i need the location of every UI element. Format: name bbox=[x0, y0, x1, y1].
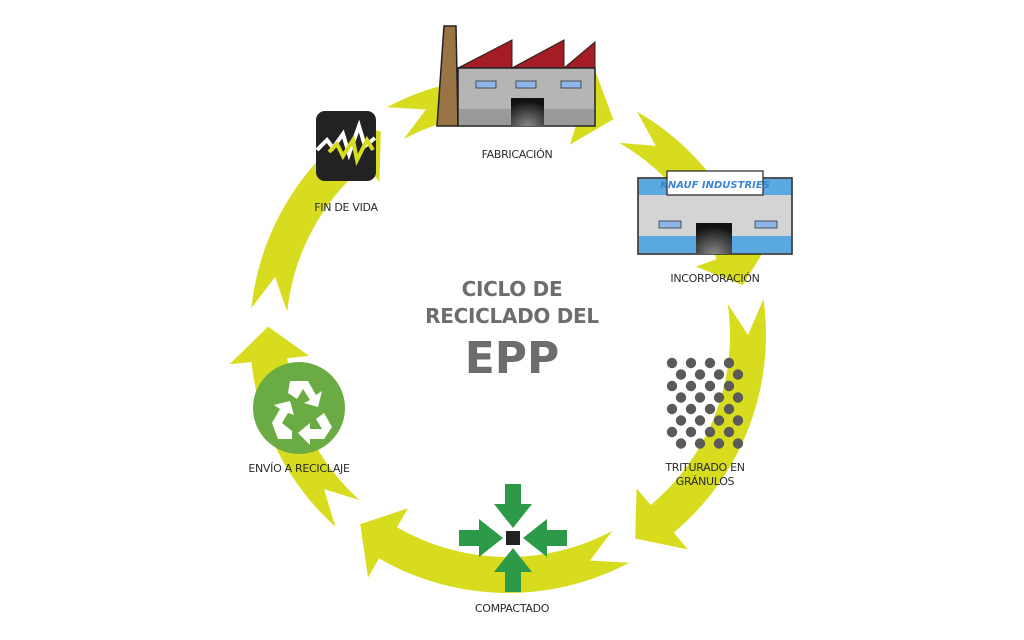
compress-arrows-icon bbox=[459, 484, 567, 592]
granule-dot bbox=[704, 426, 716, 438]
granule-dot bbox=[723, 380, 735, 392]
granule-dot bbox=[685, 426, 697, 438]
granule-dot bbox=[666, 403, 678, 415]
granule-dot bbox=[704, 380, 716, 392]
step-label-incorporacion: INCORPORACIÓN bbox=[670, 272, 760, 285]
granule-dot bbox=[704, 403, 716, 415]
granules-icon bbox=[666, 357, 744, 449]
granule-dot bbox=[723, 403, 735, 415]
granule-dot bbox=[694, 438, 706, 449]
granule-dot bbox=[713, 415, 725, 426]
granule-dot bbox=[675, 369, 687, 380]
granule-dot bbox=[732, 415, 744, 426]
granule-dot bbox=[685, 403, 697, 415]
granule-dot bbox=[675, 438, 687, 449]
granule-dot bbox=[666, 357, 678, 369]
recycle-icon bbox=[253, 362, 345, 454]
granule-dot bbox=[704, 357, 716, 369]
diagram-title-epp: EPP bbox=[464, 333, 560, 384]
granule-dot bbox=[675, 415, 687, 426]
diagram-title: CICLO DE RECICLADO DEL bbox=[425, 277, 599, 328]
step-label-fabricacion: FABRICACIÓN bbox=[481, 148, 553, 161]
granule-dot bbox=[685, 357, 697, 369]
cycle-arrow-1 bbox=[360, 508, 630, 593]
granule-dot bbox=[694, 369, 706, 380]
step-label-triturado: TRITURADO EN GRÁNULOS bbox=[665, 461, 745, 488]
knauf-sign: KNAUF INDUSTRIES bbox=[660, 180, 770, 191]
knauf-building-icon: KNAUF INDUSTRIES bbox=[637, 170, 793, 255]
granule-dot bbox=[675, 392, 687, 403]
granule-dot bbox=[694, 415, 706, 426]
granule-dot bbox=[666, 380, 678, 392]
granule-dot bbox=[713, 369, 725, 380]
granule-dot bbox=[732, 369, 744, 380]
step-label-envio-reciclaje: ENVÍO A RECICLAJE bbox=[248, 462, 350, 475]
granule-dot bbox=[732, 438, 744, 449]
step-label-compactado: COMPACTADO bbox=[474, 602, 550, 615]
granule-dot bbox=[723, 357, 735, 369]
granule-dot bbox=[732, 392, 744, 403]
granule-dot bbox=[685, 380, 697, 392]
factory-icon bbox=[436, 25, 596, 127]
granule-dot bbox=[713, 392, 725, 403]
granule-dot bbox=[694, 392, 706, 403]
step-label-fin-de-vida: FIN DE VIDA bbox=[314, 201, 378, 214]
granule-dot bbox=[723, 426, 735, 438]
broken-product-icon bbox=[315, 111, 377, 181]
granule-dot bbox=[713, 438, 725, 449]
granule-dot bbox=[666, 426, 678, 438]
